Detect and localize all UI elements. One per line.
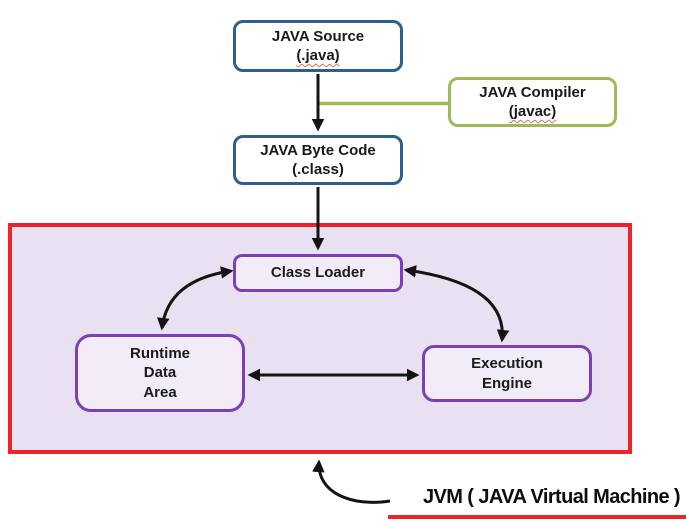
execution-engine-line1: Execution xyxy=(471,355,543,372)
java-source-label: JAVA Source xyxy=(271,27,365,45)
runtime-data-area-line2: Data xyxy=(143,364,177,382)
execution-engine-line2: Engine xyxy=(481,374,532,392)
jvm-caption: JVM ( JAVA Virtual Machine ) xyxy=(423,486,681,508)
java-byte-code-extension: (.class) xyxy=(292,161,344,178)
java-compiler-label: JAVA Compiler xyxy=(479,83,586,101)
execution-engine-node: Execution Engine xyxy=(422,345,592,402)
jvm-label-arrow xyxy=(312,459,391,504)
java-byte-code-node: JAVA Byte Code (.class) xyxy=(233,135,403,185)
java-byte-code-label: JAVA Byte Code xyxy=(260,141,376,159)
java-compiler-node: JAVA Compiler (javac) xyxy=(448,77,617,127)
java-compiler-command: (javac) xyxy=(508,103,557,120)
runtime-data-area-line1: Runtime xyxy=(130,344,190,362)
java-source-extension: (.java) xyxy=(296,47,340,64)
jvm-caption-underline xyxy=(388,515,686,519)
java-source-node: JAVA Source (.java) xyxy=(233,20,403,72)
class-loader-node: Class Loader xyxy=(233,254,403,292)
class-loader-label: Class Loader xyxy=(270,264,366,282)
runtime-data-area-node: Runtime Data Area xyxy=(75,334,245,412)
runtime-data-area-line3: Area xyxy=(143,383,177,401)
